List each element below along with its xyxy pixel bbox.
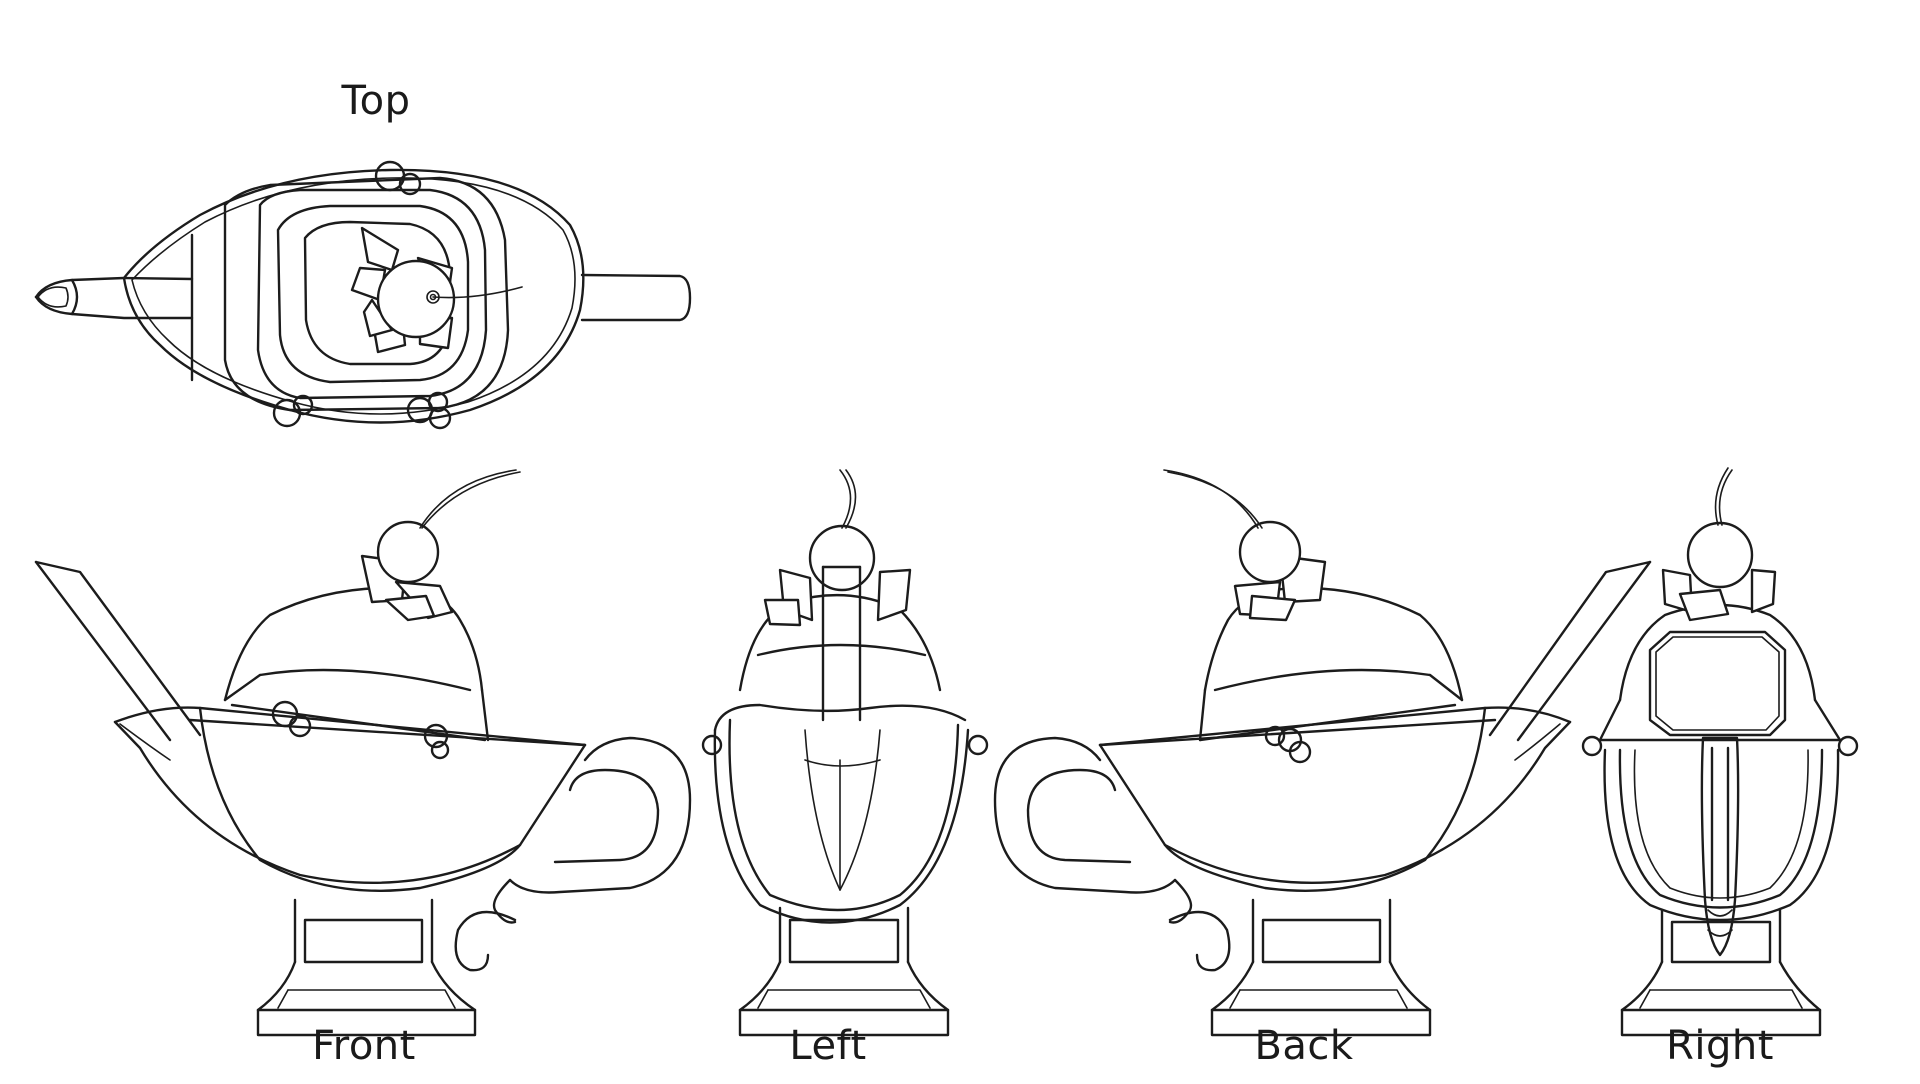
top-view-drawing [34,160,692,430]
top-view-label: Top [341,78,411,124]
back-view-label: Back [1254,1023,1354,1069]
back-view-drawing [993,469,1652,1037]
front-view-label: Front [312,1023,416,1069]
right-view-label: Right [1666,1023,1774,1069]
left-view-label: Left [789,1023,867,1069]
right-view-drawing [1581,467,1859,1037]
front-view-drawing [34,469,692,1037]
left-view-drawing [701,469,989,1037]
